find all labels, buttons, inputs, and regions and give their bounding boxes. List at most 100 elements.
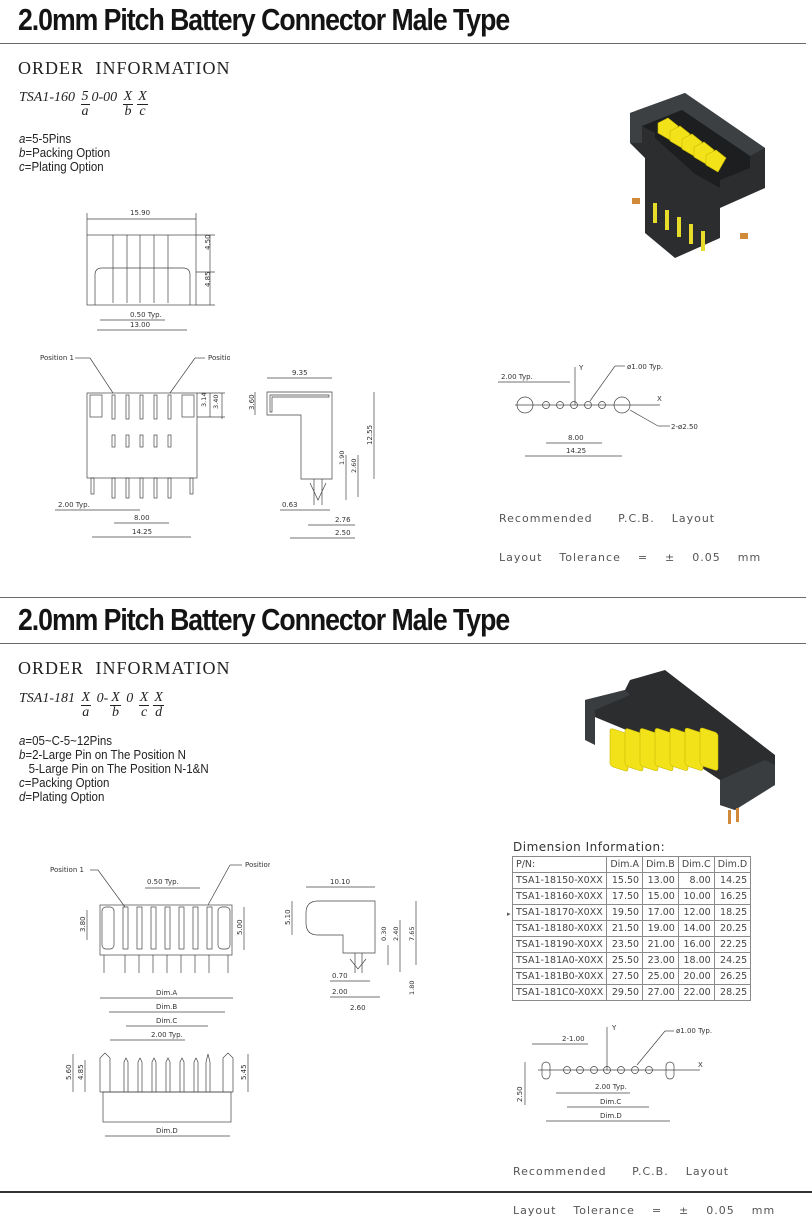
slot-right: [665, 1061, 675, 1080]
dimension-cell: 16.25: [713, 888, 752, 905]
pcb-layout-note-2: Recommended P.C.B. Layout Layout Toleran…: [513, 1165, 776, 1217]
part-number-cell: TSA1-18150-X0XX: [511, 872, 608, 889]
section-divider: [0, 597, 806, 598]
dim-4-85: 4.85: [204, 271, 212, 287]
side-view-drawing: 9.35 3.60 12.55 1.90 2.60 0.63 2.76 2.50: [248, 369, 375, 539]
dim-2-00: 2.00: [332, 988, 348, 996]
bottom-view-drawing: Dim.A Dim.B Dim.C 2.00 Typ. 5.60 4.85 5.…: [65, 989, 249, 1137]
option-b: b=Packing Option: [19, 146, 111, 160]
page-title: 2.0mm Pitch Battery Connector Male Type: [18, 2, 510, 37]
option-c: c=Packing Option: [19, 776, 110, 790]
part-number-cell: TSA1-181A0-X0XX: [511, 952, 608, 969]
dimension-cell: 27.50: [606, 968, 644, 985]
dimension-cell: 20.25: [713, 920, 752, 937]
option-legend-2: a=05~C-5~12Pins b=2-Large Pin on The Pos…: [19, 734, 225, 804]
part-number-cell: TSA1-18180-X0XX: [511, 920, 608, 937]
dimension-cell: 17.50: [606, 888, 644, 905]
dimension-cell: 14.25: [713, 872, 752, 889]
dim-a-label: Dim.A: [156, 989, 177, 997]
option-a: a=5-5Pins: [19, 132, 72, 146]
order-information-heading: ORDER INFORMATION: [18, 58, 231, 78]
dimension-cell: 12.00: [677, 904, 715, 921]
dim-pitch-label: 2.00 Typ.: [151, 1031, 183, 1039]
dim-0-50-typ: 0.50 Typ.: [147, 878, 179, 886]
dimension-cell: 17.00: [642, 904, 679, 921]
dimension-cell: 25.50: [606, 952, 644, 969]
row-marker-icon: ▸: [507, 911, 511, 918]
dimension-cell: 23.00: [642, 952, 679, 969]
front-view-drawing: Position 1 Position N 3.14 3.40 2.00 Typ…: [40, 354, 230, 538]
connector-5pin-render: [630, 93, 765, 258]
dim-7-65: 7.65: [408, 927, 416, 941]
dim-4-50: 4.50: [204, 234, 212, 250]
position-1-label: Position 1: [50, 866, 84, 874]
dimension-cell: 28.25: [713, 984, 752, 1001]
solder-tab-left: [632, 198, 640, 204]
dimension-cell: Dim.D: [713, 856, 752, 873]
dimension-cell: 13.00: [642, 872, 679, 889]
pitch-label: 2.00 Typ.: [595, 1083, 627, 1091]
dim-b-label: Dim.B: [156, 1003, 177, 1011]
dimension-cell: 18.00: [677, 952, 715, 969]
hole-diameter-label: ø1.00 Typ.: [627, 363, 663, 371]
solder-tab-right: [740, 233, 748, 239]
option-legend: a=5-5Pins b=Packing Option c=Plating Opt…: [19, 132, 118, 174]
part-number-cell: P/N:: [511, 856, 608, 873]
dim-14-25: 14.25: [566, 447, 586, 455]
dim-2-50: 2.50: [516, 1086, 524, 1102]
dim-0-50-typ: 0.50 Typ.: [130, 311, 162, 319]
pins: [653, 203, 705, 251]
top-view-drawing: 15.90 4.50 4.85 0.50 Typ. 13.00: [86, 209, 215, 331]
dim-c-label: Dim.C: [156, 1017, 177, 1025]
dimension-cell: 15.50: [606, 872, 644, 889]
dim-2-40: 2.40: [392, 927, 400, 941]
dim-1-90: 1.90: [338, 451, 346, 465]
dim-13-00: 13.00: [130, 321, 150, 329]
dimension-cell: Dim.A: [606, 856, 644, 873]
dim-12-55: 12.55: [366, 425, 374, 445]
dimension-cell: 26.25: [713, 968, 752, 985]
dim-d-label: Dim.D: [156, 1127, 178, 1135]
dim-5-00: 5.00: [236, 919, 244, 935]
part-number-cell: TSA1-18170-X0XX: [511, 904, 608, 921]
dim-3-80: 3.80: [79, 916, 87, 932]
dim-0-70: 0.70: [332, 972, 348, 980]
pcb-layout-note: Recommended P.C.B. Layout Layout Toleran…: [499, 512, 762, 564]
dim-8-00: 8.00: [134, 514, 150, 522]
dimension-table-title: Dimension Information:: [513, 840, 666, 854]
dim-3-14: 3.14: [200, 393, 208, 407]
dim-d-label: Dim.D: [600, 1112, 622, 1120]
dimension-cell: 22.25: [713, 936, 752, 953]
dimension-cell: 21.00: [642, 936, 679, 953]
dimension-cell: 23.50: [606, 936, 644, 953]
dim-10-10: 10.10: [330, 878, 350, 886]
option-d: d=Plating Option: [19, 790, 105, 804]
part-number-cell: TSA1-181C0-X0XX: [511, 984, 608, 1001]
dimension-cell: Dim.C: [677, 856, 715, 873]
dim-14-25: 14.25: [132, 528, 152, 536]
pins: [123, 1053, 211, 1092]
solder-pin: [736, 808, 739, 822]
part-number-cell: TSA1-18160-X0XX: [511, 888, 608, 905]
option-b-cont: 5-Large Pin on The Position N-1&N: [19, 762, 209, 776]
dimension-cell: 19.50: [606, 904, 644, 921]
front-view-drawing-2: Position 1 Position N 0.50 Typ. 3.80 5.0…: [50, 861, 270, 973]
y-axis-label: Y: [611, 1024, 617, 1032]
dim-9-35: 9.35: [292, 369, 308, 377]
dim-3-40: 3.40: [212, 395, 220, 409]
